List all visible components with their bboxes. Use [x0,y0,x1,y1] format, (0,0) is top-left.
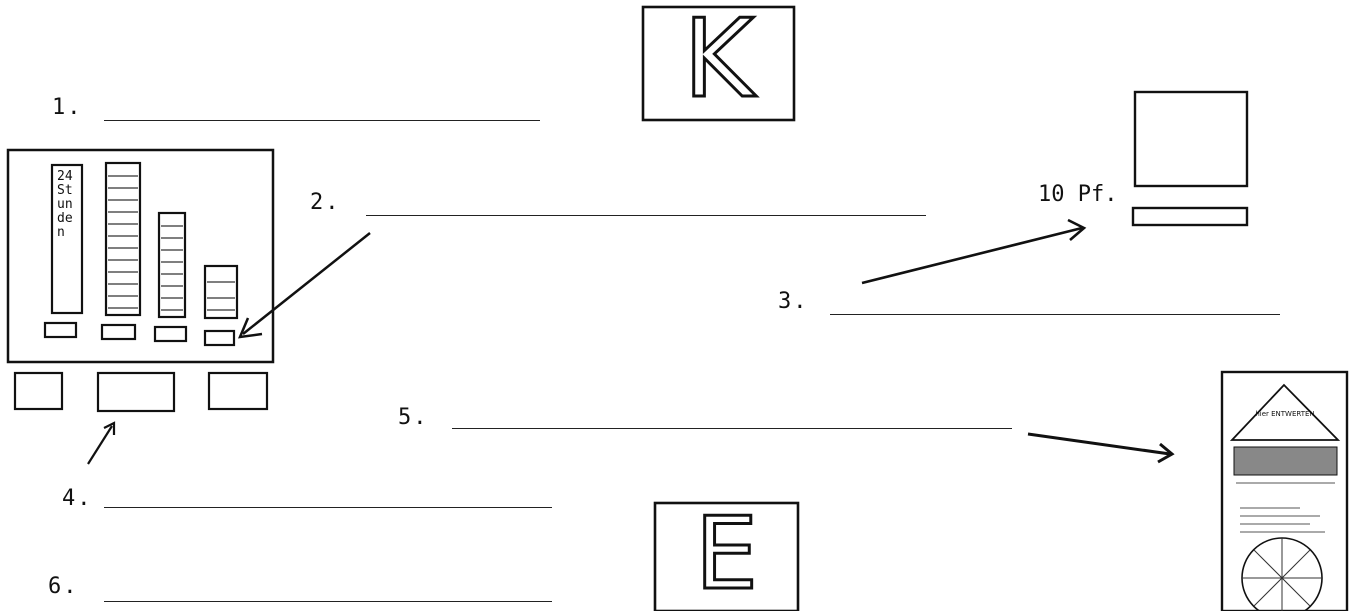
answer-line-3[interactable] [830,314,1280,315]
arrow-4 [88,426,112,464]
ticket-stamp-icon [1222,372,1347,611]
lower-slot-right [209,373,267,409]
answer-line-1[interactable] [104,120,540,121]
ticket-column-3 [159,213,185,317]
answer-line-5[interactable] [452,428,1012,429]
coin-slot [1133,208,1247,225]
blank-number-3: 3. [778,289,809,314]
coin-price-label: 10 Pf. [1038,182,1117,207]
sign-e-letter: E [655,498,798,606]
arrow-2 [243,233,370,334]
select-button-1 [45,323,76,337]
blank-number-5: 5. [398,405,429,430]
lower-slot-middle [98,373,174,411]
answer-line-4[interactable] [104,507,552,508]
select-button-3 [155,327,186,341]
select-button-2 [102,325,135,339]
arrow-3 [862,228,1082,283]
sign-k-letter: K [643,3,794,116]
ticket-column-2 [106,163,140,315]
arrow-5 [1028,434,1170,454]
select-button-4 [205,331,234,345]
lower-slot-left [15,373,62,409]
blank-number-4: 4. [62,486,93,511]
blank-number-1: 1. [52,95,83,120]
blank-number-6: 6. [48,574,79,599]
stripes-label: 24 Stunden [57,170,77,240]
ticket-header: hier ENTWERTEN [1250,410,1320,419]
blank-number-2: 2. [310,190,341,215]
coin-box [1135,92,1247,186]
answer-line-6[interactable] [104,601,552,602]
answer-line-2[interactable] [366,215,926,216]
